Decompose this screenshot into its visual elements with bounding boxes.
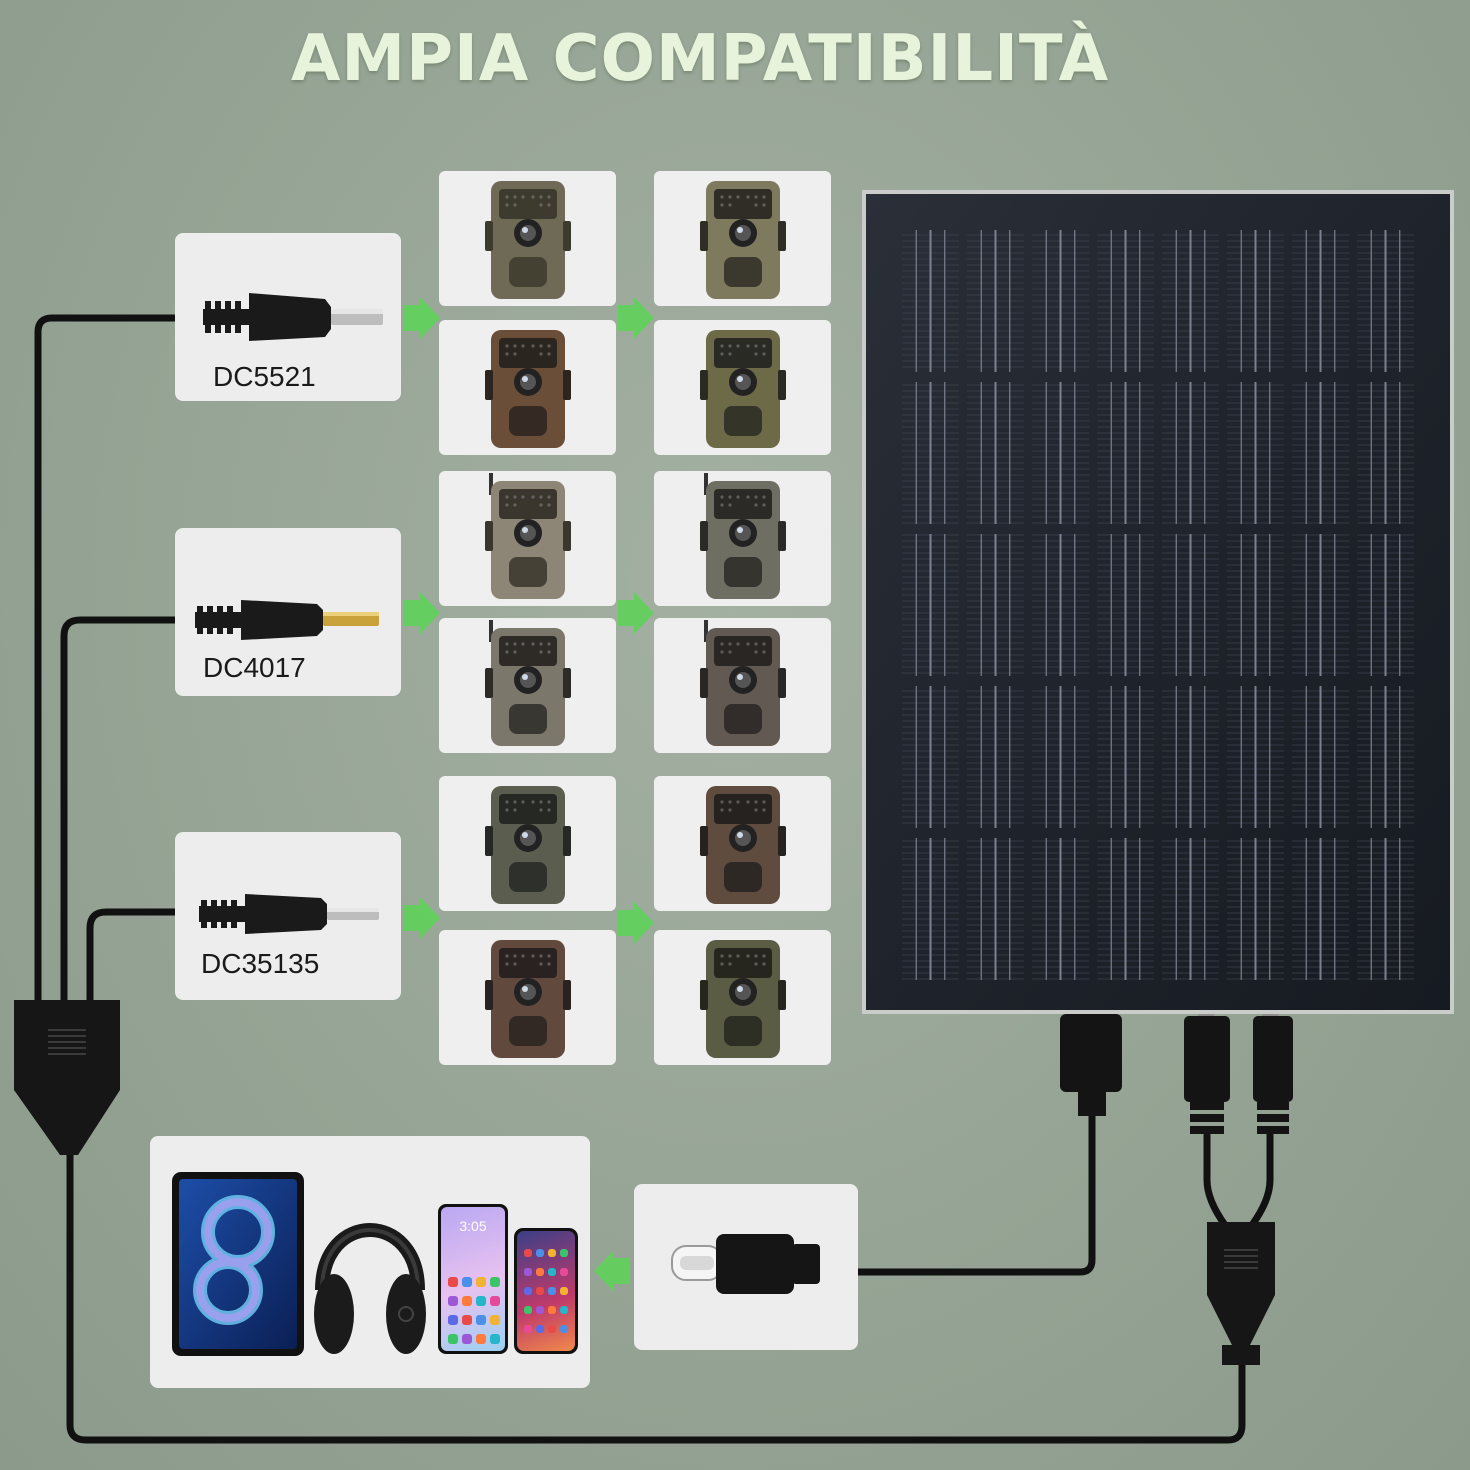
arrow-right-icon bbox=[618, 297, 654, 339]
app-icon bbox=[536, 1268, 544, 1276]
app-icon bbox=[560, 1287, 568, 1295]
trail-camera-icon bbox=[700, 330, 786, 448]
trail-camera-8 bbox=[654, 618, 831, 753]
cable-split-left bbox=[1203, 1131, 1229, 1229]
cable-dc35135 bbox=[86, 908, 204, 1009]
arrow-left-icon bbox=[594, 1250, 630, 1292]
dc-plug-icon bbox=[195, 600, 379, 640]
app-icon bbox=[548, 1249, 556, 1257]
trail-camera-5 bbox=[439, 471, 616, 606]
cable-dc5521 bbox=[34, 314, 209, 1009]
app-grid bbox=[522, 1244, 572, 1339]
trail-camera-icon bbox=[700, 940, 786, 1058]
app-icon bbox=[462, 1315, 472, 1325]
page-title: AMPIA COMPATIBILITÀ bbox=[290, 22, 1110, 96]
app-icon bbox=[536, 1287, 544, 1295]
cable-dc4017 bbox=[60, 616, 202, 1009]
trail-camera-icon bbox=[700, 181, 786, 299]
phone-1: 3:05 bbox=[438, 1204, 508, 1354]
arrow-right-icon bbox=[404, 592, 440, 634]
connector-label: DC4017 bbox=[203, 652, 306, 683]
connector-label: DC5521 bbox=[213, 361, 316, 392]
app-grid bbox=[446, 1274, 502, 1350]
trail-camera-10 bbox=[654, 776, 831, 911]
y-splitter-right bbox=[1207, 1222, 1275, 1365]
phone-clock: 3:05 bbox=[459, 1218, 487, 1234]
connector-card-dc5521: DC5521 bbox=[175, 233, 401, 401]
app-icon bbox=[476, 1315, 486, 1325]
trail-camera-4 bbox=[654, 320, 831, 455]
app-icon bbox=[524, 1306, 532, 1314]
arrow-right-icon bbox=[404, 897, 440, 939]
app-icon bbox=[490, 1315, 500, 1325]
app-icon bbox=[476, 1334, 486, 1344]
app-icon bbox=[490, 1277, 500, 1287]
trail-camera-9 bbox=[439, 776, 616, 911]
app-icon bbox=[560, 1268, 568, 1276]
app-icon bbox=[548, 1325, 556, 1333]
arrow-right-icon bbox=[618, 902, 654, 944]
app-icon bbox=[476, 1277, 486, 1287]
trail-camera-7 bbox=[439, 618, 616, 753]
app-icon bbox=[490, 1296, 500, 1306]
app-icon bbox=[548, 1287, 556, 1295]
app-icon bbox=[448, 1334, 458, 1344]
trail-camera-icon bbox=[485, 181, 571, 299]
dc-plug-icon bbox=[203, 293, 383, 341]
app-icon bbox=[560, 1306, 568, 1314]
app-icon bbox=[560, 1249, 568, 1257]
app-icon bbox=[524, 1249, 532, 1257]
app-icon bbox=[490, 1334, 500, 1344]
app-icon bbox=[462, 1296, 472, 1306]
devices-card: 3:05 bbox=[150, 1136, 590, 1388]
dc-plug-icon bbox=[199, 894, 379, 934]
tablet-icon bbox=[172, 1172, 304, 1356]
app-icon bbox=[536, 1249, 544, 1257]
trail-camera-icon bbox=[700, 473, 786, 599]
app-icon bbox=[548, 1268, 556, 1276]
y-splitter-left bbox=[14, 1000, 120, 1155]
trail-camera-11 bbox=[439, 930, 616, 1065]
app-icon bbox=[536, 1325, 544, 1333]
trail-camera-6 bbox=[654, 471, 831, 606]
trail-camera-2 bbox=[654, 171, 831, 306]
trail-camera-12 bbox=[654, 930, 831, 1065]
usb-c-card bbox=[634, 1184, 858, 1350]
trail-camera-3 bbox=[439, 320, 616, 455]
app-icon bbox=[524, 1325, 532, 1333]
app-icon bbox=[524, 1268, 532, 1276]
connector-card-dc35135: DC35135 bbox=[175, 832, 401, 1000]
trail-camera-icon bbox=[700, 786, 786, 904]
cable-main bbox=[66, 1146, 1246, 1444]
app-icon bbox=[524, 1287, 532, 1295]
app-icon bbox=[462, 1334, 472, 1344]
headphones-icon bbox=[314, 1223, 426, 1354]
app-icon bbox=[548, 1306, 556, 1314]
connector-card-dc4017: DC4017 bbox=[175, 528, 401, 696]
trail-camera-icon bbox=[485, 940, 571, 1058]
phone-2 bbox=[514, 1228, 578, 1354]
trail-camera-icon bbox=[485, 620, 571, 746]
app-icon bbox=[536, 1306, 544, 1314]
trail-camera-icon bbox=[485, 330, 571, 448]
solar-panel bbox=[862, 190, 1454, 1014]
usb-c-plug-icon bbox=[671, 1234, 820, 1294]
app-icon bbox=[448, 1296, 458, 1306]
arrow-right-icon bbox=[618, 592, 654, 634]
app-icon bbox=[448, 1277, 458, 1287]
app-icon bbox=[476, 1296, 486, 1306]
connector-label: DC35135 bbox=[201, 948, 320, 979]
app-icon bbox=[560, 1325, 568, 1333]
cable-split-right bbox=[1248, 1131, 1274, 1229]
trail-camera-1 bbox=[439, 171, 616, 306]
app-icon bbox=[462, 1277, 472, 1287]
app-icon bbox=[448, 1315, 458, 1325]
trail-camera-icon bbox=[485, 786, 571, 904]
cable-usb-c bbox=[854, 1111, 1096, 1276]
trail-camera-icon bbox=[700, 620, 786, 746]
trail-camera-icon bbox=[485, 473, 571, 599]
arrow-right-icon bbox=[404, 297, 440, 339]
